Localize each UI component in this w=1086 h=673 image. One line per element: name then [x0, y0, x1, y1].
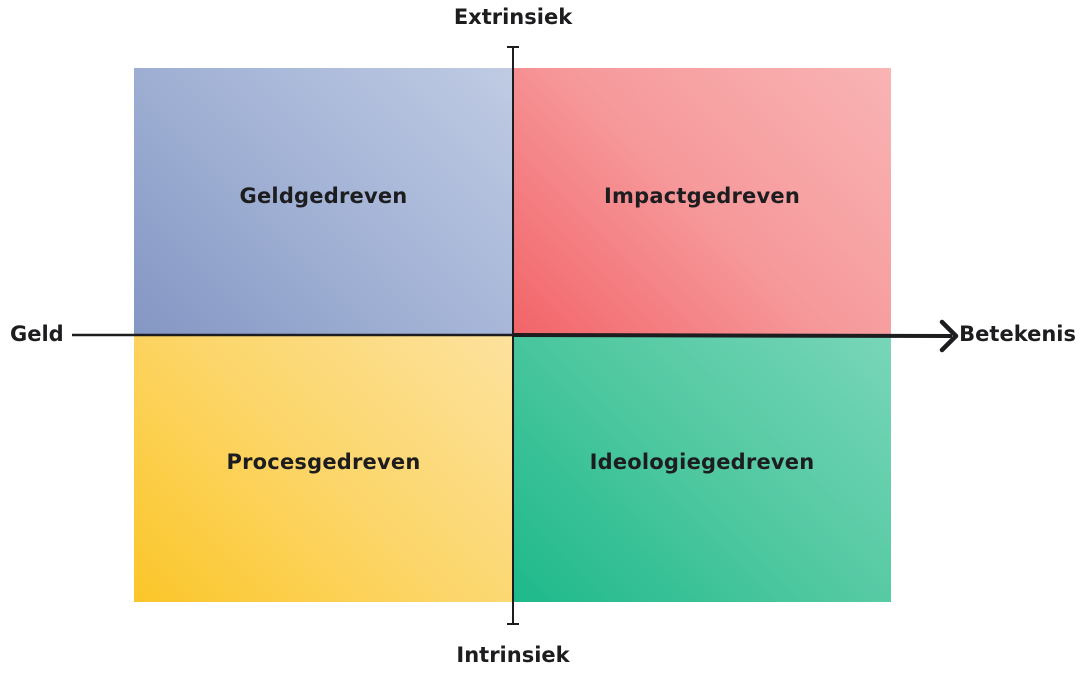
quadrant-label-procesgedreven: Procesgedreven — [226, 450, 421, 474]
quadrant-label-geldgedreven: Geldgedreven — [239, 184, 408, 208]
axis-label-extrinsiek: Extrinsiek — [453, 5, 573, 29]
horizontal-axis-line-right — [512, 333, 953, 338]
axis-label-geld: Geld — [10, 322, 64, 346]
axis-label-betekenis: Betekenis — [959, 322, 1076, 346]
quadrant-bottom-right: Ideologiegedreven — [513, 335, 891, 602]
quadrant-top-right: Impactgedreven — [513, 68, 891, 335]
axis-label-intrinsiek: Intrinsiek — [456, 643, 570, 667]
quadrant-label-impactgedreven: Impactgedreven — [604, 184, 800, 208]
quadrant-label-ideologiegedreven: Ideologiegedreven — [589, 450, 815, 474]
quadrant-top-left: Geldgedreven — [134, 68, 513, 335]
quadrant-bottom-left: Procesgedreven — [134, 335, 513, 602]
arrow-head-icon — [939, 319, 959, 353]
